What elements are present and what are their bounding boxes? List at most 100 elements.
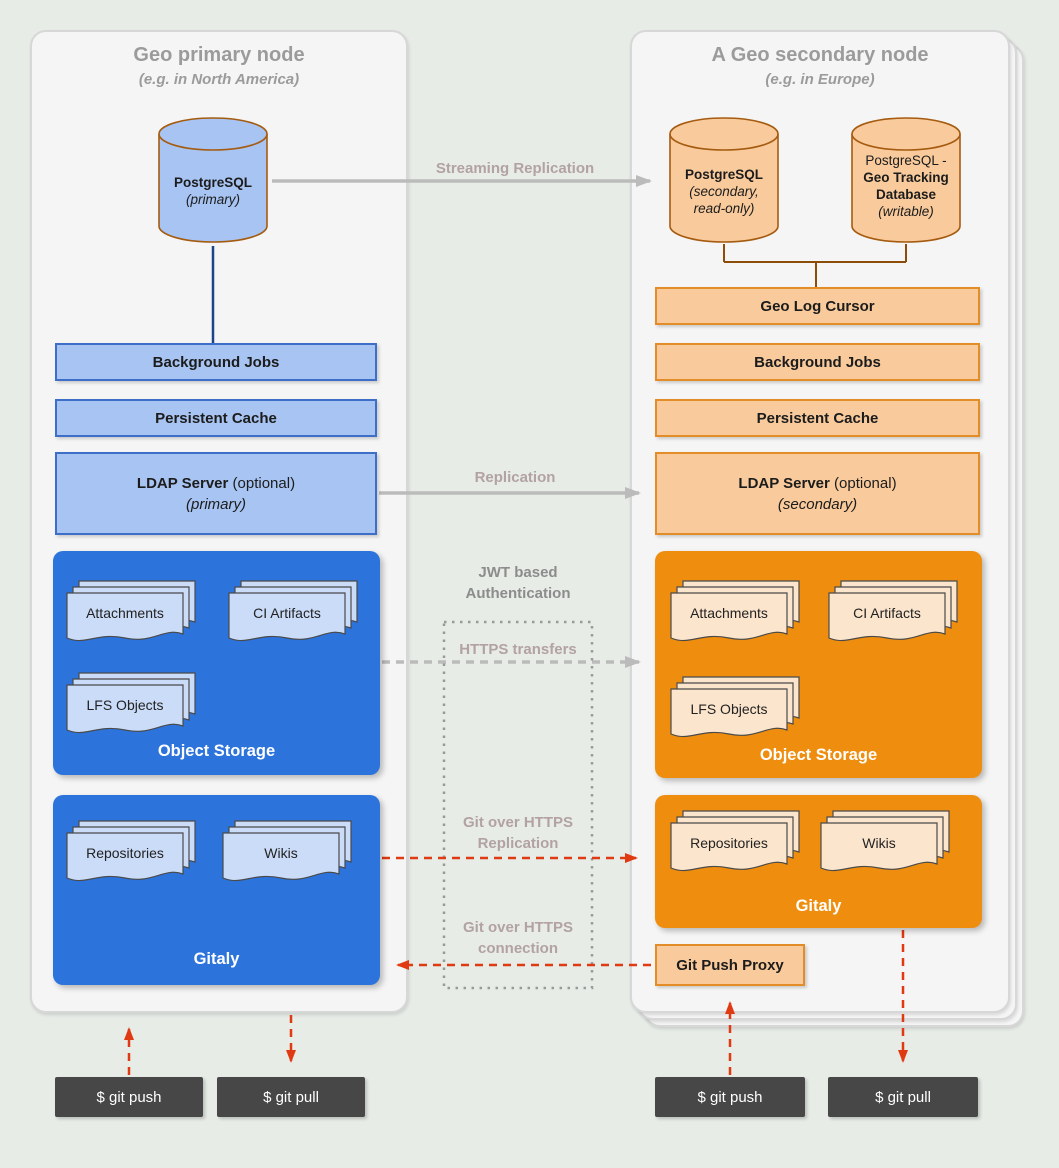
primary-persistent-cache: Persistent Cache [55,399,377,437]
primary-ldap-optional: (optional) [228,474,296,492]
postgresql-primary-cylinder: PostgreSQL (primary) [157,116,269,246]
cylinder-body [669,134,779,243]
secondary-ldap-note: (secondary) [777,495,858,513]
secondary-ldap-name: LDAP Server [738,474,830,492]
geo-tracking-db-note: (writable) [878,204,934,219]
document-shape [66,684,184,734]
geo-tracking-db-cylinder: PostgreSQL - Geo Tracking Database (writ… [850,116,962,246]
primary-git-push-terminal: $ git push [55,1077,203,1117]
primary-panel-subtitle: (e.g. in North America) [138,71,300,88]
git-push-proxy: Git Push Proxy [655,944,805,986]
cylinder-top [851,117,961,151]
cylinder-top [158,117,268,151]
primary-lfs-objects-label: LFS Objects [86,697,164,713]
document-shape [228,592,346,642]
database-cylinder-icon [669,117,779,243]
secondary-repositories-label: Repositories [690,835,768,851]
cylinder-top [669,117,779,151]
document-shape [66,832,184,882]
geo-log-cursor: Geo Log Cursor [655,287,980,325]
git-https-connection-label: Git over HTTPS connection [462,919,574,957]
document-outline [66,592,184,642]
secondary-attachments-label: Attachments [690,605,768,621]
geo-tracking-db-prefix: PostgreSQL - [865,153,947,168]
secondary-panel-subtitle: (e.g. in Europe) [765,71,875,88]
secondary-lfs-objects-docs: LFS Objects [670,676,800,744]
database-cylinder-icon [158,117,268,243]
primary-gitaly-title: Gitaly [193,950,240,968]
document-sheet [670,822,788,878]
secondary-git-pull-terminal: $ git pull [828,1077,978,1117]
primary-ldap-note: (primary) [186,495,246,513]
postgresql-secondary-note: (secondary, read-only) [689,184,759,216]
primary-ldap-line1: LDAP Server (optional) [137,473,295,494]
primary-background-jobs: Background Jobs [55,343,377,381]
primary-repositories-docs: Repositories [66,820,196,888]
document-outline [228,592,346,642]
secondary-git-push-terminal: $ git push [655,1077,805,1117]
replication-label: Replication [474,469,556,486]
document-sheet [820,822,938,878]
document-outline [66,832,184,882]
secondary-ldap-optional: (optional) [829,474,897,492]
primary-object-storage-title: Object Storage [157,742,276,760]
postgresql-secondary-name: PostgreSQL [684,167,763,182]
secondary-panel-title: A Geo secondary node [711,44,929,66]
cylinder-body [158,134,268,243]
secondary-object-storage-title: Object Storage [759,746,878,764]
document-shape [670,688,788,738]
document-outline [670,822,788,872]
database-cylinder-icon [851,117,961,243]
git-https-replication-label: Git over HTTPS Replication [462,814,574,852]
document-sheet [828,592,946,648]
document-outline [820,822,938,872]
primary-wikis-docs: Wikis [222,820,352,888]
primary-ci-artifacts-label: CI Artifacts [253,605,321,621]
document-shape [670,822,788,872]
secondary-persistent-cache: Persistent Cache [655,399,980,437]
jwt-auth-label: JWT based Authentication [465,564,571,602]
postgresql-primary-name: PostgreSQL [173,175,252,190]
cylinder-body [851,134,961,243]
secondary-ci-artifacts-docs: CI Artifacts [828,580,958,648]
geo-tracking-db-name: Geo Tracking Database [863,170,949,202]
primary-panel-title: Geo primary node [133,44,305,66]
secondary-ci-artifacts-label: CI Artifacts [853,605,921,621]
document-sheet [66,832,184,888]
https-transfers-label: HTTPS transfers [459,641,577,658]
document-shape [66,592,184,642]
primary-repositories-label: Repositories [86,845,164,861]
postgresql-primary-note: (primary) [186,192,240,207]
primary-ldap-name: LDAP Server [136,474,229,492]
primary-wikis-label: Wikis [264,845,298,861]
document-sheet [228,592,346,648]
jwt-auth-dotted-zone [442,620,594,990]
primary-attachments-docs: Attachments [66,580,196,648]
document-outline [670,688,788,738]
document-sheet [66,684,184,740]
secondary-attachments-docs: Attachments [670,580,800,648]
secondary-lfs-objects-label: LFS Objects [690,701,768,717]
postgresql-secondary-text: PostgreSQL (secondary, read-only) [673,166,775,217]
primary-ci-artifacts-docs: CI Artifacts [228,580,358,648]
secondary-gitaly-title: Gitaly [795,897,842,915]
primary-lfs-objects-docs: LFS Objects [66,672,196,740]
secondary-repositories-docs: Repositories [670,810,800,878]
document-outline [66,684,184,734]
document-shape [820,822,938,872]
postgresql-primary-text: PostgreSQL (primary) [162,174,264,208]
document-shape [670,592,788,642]
primary-git-pull-terminal: $ git pull [217,1077,365,1117]
streaming-replication-label: Streaming Replication [435,160,595,177]
geo-tracking-db-text: PostgreSQL - Geo Tracking Database (writ… [855,152,957,220]
secondary-ldap-server: LDAP Server (optional) (secondary) [655,452,980,535]
document-outline [670,592,788,642]
document-outline [222,832,340,882]
secondary-wikis-label: Wikis [862,835,896,851]
postgres-to-log-cursor-lines [723,244,907,287]
secondary-background-jobs: Background Jobs [655,343,980,381]
primary-ldap-server: LDAP Server (optional) (primary) [55,452,377,535]
document-sheet [670,688,788,744]
